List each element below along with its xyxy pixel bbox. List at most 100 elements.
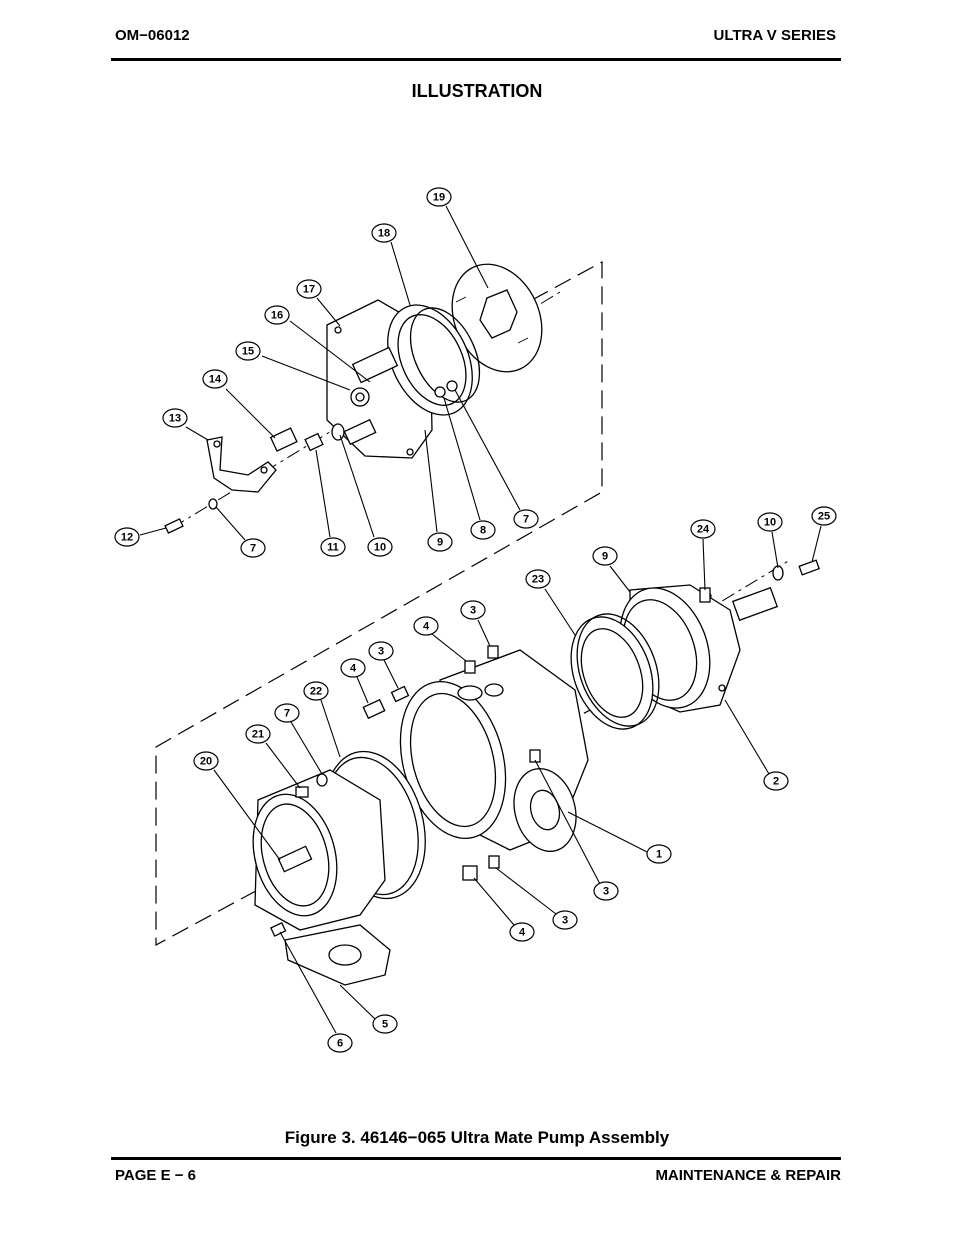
callout-15: 15 bbox=[235, 341, 261, 361]
part-20-adapter-housing bbox=[252, 769, 386, 931]
part-13-bracket bbox=[206, 436, 277, 493]
part-25-bolt bbox=[798, 559, 821, 576]
callout-6: 6 bbox=[327, 1033, 353, 1053]
svg-text:3: 3 bbox=[562, 915, 568, 927]
svg-text:7: 7 bbox=[250, 543, 256, 555]
footer-rule bbox=[111, 1157, 841, 1160]
part-3-plug-left bbox=[390, 685, 410, 703]
callout-3: 3 bbox=[368, 641, 394, 661]
svg-text:5: 5 bbox=[382, 1019, 388, 1031]
phantom-boundary-line bbox=[155, 260, 615, 947]
callout-10: 10 bbox=[757, 512, 783, 532]
footer-page-number: PAGE E − 6 bbox=[115, 1167, 197, 1184]
callout-19: 19 bbox=[426, 187, 452, 207]
svg-text:7: 7 bbox=[523, 514, 529, 526]
svg-text:24: 24 bbox=[697, 524, 710, 536]
svg-text:1: 1 bbox=[656, 849, 662, 861]
svg-text:25: 25 bbox=[818, 511, 830, 523]
callout-2: 2 bbox=[763, 771, 789, 791]
part-1-pump-casing bbox=[399, 649, 589, 852]
header-rule bbox=[111, 58, 841, 61]
svg-text:21: 21 bbox=[252, 729, 264, 741]
svg-text:15: 15 bbox=[242, 346, 254, 358]
callout-3: 3 bbox=[552, 910, 578, 930]
callout-3: 3 bbox=[593, 881, 619, 901]
part-8-fastener bbox=[434, 380, 458, 398]
svg-text:3: 3 bbox=[470, 605, 476, 617]
callout-7: 7 bbox=[513, 509, 539, 529]
part-4-plug-bottom bbox=[462, 865, 478, 881]
part-24-fitting bbox=[699, 587, 711, 603]
svg-text:4: 4 bbox=[350, 663, 357, 675]
callout-4: 4 bbox=[509, 922, 535, 942]
part-11-bushing bbox=[304, 432, 324, 452]
part-10-washer bbox=[331, 423, 345, 441]
section-title: ILLUSTRATION bbox=[411, 81, 543, 101]
svg-text:7: 7 bbox=[284, 708, 290, 720]
part-14-nut bbox=[269, 427, 298, 452]
header-doc-number: OM−06012 bbox=[115, 27, 190, 44]
svg-text:4: 4 bbox=[519, 927, 526, 939]
part-4-plug-left bbox=[362, 698, 386, 720]
svg-text:8: 8 bbox=[480, 525, 486, 537]
svg-text:10: 10 bbox=[764, 517, 776, 529]
svg-text:13: 13 bbox=[169, 413, 181, 425]
callout-7: 7 bbox=[240, 538, 266, 558]
part-23-impeller bbox=[570, 613, 660, 730]
part-19-wear-plate bbox=[451, 263, 543, 373]
callout-16: 16 bbox=[264, 305, 290, 325]
callout-13: 13 bbox=[162, 408, 188, 428]
svg-text:20: 20 bbox=[200, 756, 212, 768]
svg-text:9: 9 bbox=[602, 551, 608, 563]
part-6-bolt bbox=[270, 921, 287, 937]
part-3-plug-bottom bbox=[488, 855, 500, 869]
part-17-seal-plate bbox=[326, 299, 481, 459]
callout-9: 9 bbox=[427, 532, 453, 552]
svg-text:17: 17 bbox=[303, 284, 315, 296]
part-12-bolt bbox=[164, 518, 184, 534]
callout-9: 9 bbox=[592, 546, 618, 566]
svg-text:14: 14 bbox=[209, 374, 222, 386]
svg-text:23: 23 bbox=[532, 574, 544, 586]
svg-text:10: 10 bbox=[374, 542, 386, 554]
svg-text:2: 2 bbox=[773, 776, 779, 788]
part-3-plug-top bbox=[487, 645, 499, 659]
callout-8: 8 bbox=[470, 520, 496, 540]
callout-7: 7 bbox=[274, 703, 300, 723]
part-7-oring-small bbox=[208, 498, 218, 510]
callout-21: 21 bbox=[245, 724, 271, 744]
callout-20: 20 bbox=[193, 751, 219, 771]
callout-11: 11 bbox=[320, 537, 346, 557]
part-3-plug-side bbox=[529, 749, 541, 763]
callout-17: 17 bbox=[296, 279, 322, 299]
header-series: ULTRA V SERIES bbox=[713, 27, 836, 44]
callout-3: 3 bbox=[460, 600, 486, 620]
callout-14: 14 bbox=[202, 369, 228, 389]
callout-24: 24 bbox=[690, 519, 716, 539]
svg-text:16: 16 bbox=[271, 310, 283, 322]
part-5-foot bbox=[284, 924, 391, 986]
callout-10: 10 bbox=[367, 537, 393, 557]
svg-text:12: 12 bbox=[121, 532, 133, 544]
svg-text:3: 3 bbox=[603, 886, 609, 898]
svg-text:9: 9 bbox=[437, 537, 443, 549]
svg-text:18: 18 bbox=[378, 228, 390, 240]
callout-23: 23 bbox=[525, 569, 551, 589]
svg-text:4: 4 bbox=[423, 621, 430, 633]
part-7-oring-lower bbox=[316, 773, 328, 787]
callout-25: 25 bbox=[811, 506, 837, 526]
callout-4: 4 bbox=[340, 658, 366, 678]
part-21-stud bbox=[295, 786, 309, 798]
callout-4: 4 bbox=[413, 616, 439, 636]
svg-text:22: 22 bbox=[310, 686, 322, 698]
svg-text:11: 11 bbox=[327, 542, 339, 554]
callout-12: 12 bbox=[114, 527, 140, 547]
callout-22: 22 bbox=[303, 681, 329, 701]
figure-caption: Figure 3. 46146−065 Ultra Mate Pump Asse… bbox=[284, 1128, 670, 1147]
svg-text:19: 19 bbox=[433, 192, 445, 204]
svg-text:3: 3 bbox=[378, 646, 384, 658]
callout-1: 1 bbox=[646, 844, 672, 864]
callout-18: 18 bbox=[371, 223, 397, 243]
